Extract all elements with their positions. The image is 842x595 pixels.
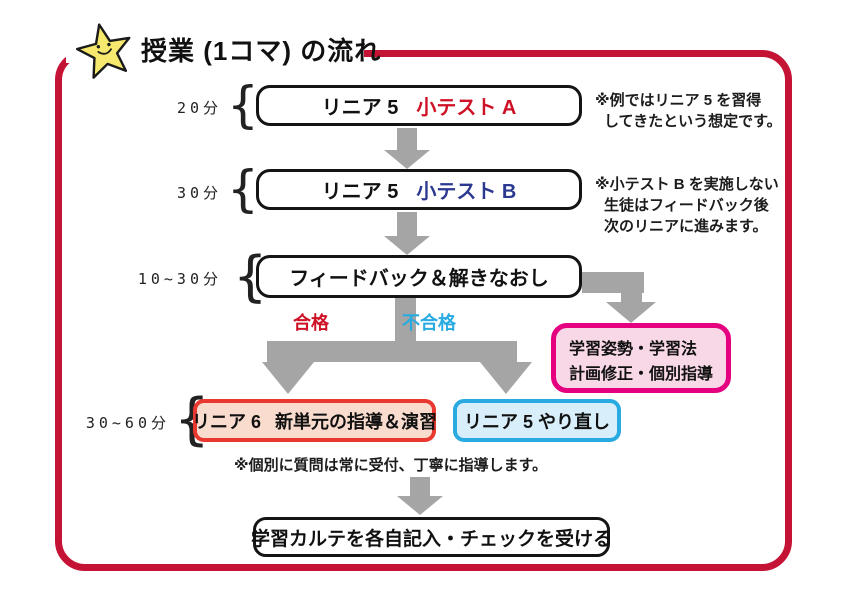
guidance-line2: 計画修正・個別指導 <box>569 366 714 383</box>
note-questions: ※個別に質問は常に受付、丁寧に指導します。 <box>234 457 548 474</box>
note-step1: ※例ではリニア 5 を習得 してきたという想定です。 <box>595 90 782 132</box>
step2-box: リニア 5 小テスト B <box>256 169 582 210</box>
step2-brace: { <box>227 160 259 218</box>
arrow-to-final <box>410 477 430 497</box>
pass-label: 合格 <box>293 313 329 333</box>
new-unit-desc: 新単元の指導＆演習 <box>275 411 438 432</box>
smiling-star-icon <box>75 23 131 79</box>
new-unit-linear-label: リニア 6 <box>192 411 262 432</box>
step2-linear-label: リニア 5 <box>321 181 399 203</box>
branch-stem <box>395 298 416 341</box>
elbow-arrow-vertical <box>621 272 642 303</box>
note-step1-line1: ※例ではリニア 5 を習得 <box>595 92 762 109</box>
step1-test-label: 小テスト A <box>416 97 517 119</box>
branch-crossbar <box>267 341 517 362</box>
guidance-box: 学習姿勢・学習法 計画修正・個別指導 <box>551 323 731 393</box>
step1-time-label: 20分 <box>176 99 222 117</box>
note-step2-line2: 生徒はフィードバック後 <box>604 197 769 214</box>
step1-brace: { <box>227 76 259 134</box>
fail-label: 不合格 <box>402 313 456 333</box>
step1-box: リニア 5 小テスト A <box>256 85 582 126</box>
guidance-line1: 学習姿勢・学習法 <box>569 341 698 358</box>
final-label: 学習カルテを各自記入・チェックを受ける <box>251 528 613 550</box>
note-step2-line1: ※小テスト B を実施しない <box>595 176 779 193</box>
step2-test-label: 小テスト B <box>416 181 517 203</box>
frame-border <box>55 50 792 571</box>
retry-label: リニア 5 やり直し <box>463 411 610 432</box>
step4-time-label: 30~60分 <box>85 414 170 432</box>
note-step2: ※小テスト B を実施しない 生徒はフィードバック後 次のリニアに進みます。 <box>595 174 779 237</box>
arrow-step1-to-step2 <box>397 128 417 151</box>
arrowhead-step2-to-step3 <box>384 236 430 255</box>
branch-right-arrowhead <box>480 362 532 394</box>
note-step1-line2: してきたという想定です。 <box>604 113 782 130</box>
step1-linear-label: リニア 5 <box>321 97 399 119</box>
page-title: 授業 (1コマ) の流れ <box>141 36 382 66</box>
feedback-label: フィードバック＆解きなおし <box>289 268 549 290</box>
elbow-arrowhead <box>606 302 656 323</box>
step2-time-label: 30分 <box>176 184 222 202</box>
step3-time-label: 10~30分 <box>137 270 222 288</box>
new-unit-box: リニア 6 新単元の指導＆演習 <box>192 399 438 442</box>
arrowhead-step1-to-step2 <box>384 150 430 169</box>
arrowhead-to-final <box>397 496 443 515</box>
arrow-step2-to-step3 <box>397 212 417 236</box>
retry-box: リニア 5 やり直し <box>453 399 621 442</box>
note-step2-line3: 次のリニアに進みます。 <box>604 218 768 235</box>
branch-left-arrowhead <box>262 362 314 394</box>
final-box: 学習カルテを各自記入・チェックを受ける <box>251 517 613 557</box>
feedback-box: フィードバック＆解きなおし <box>256 255 582 298</box>
